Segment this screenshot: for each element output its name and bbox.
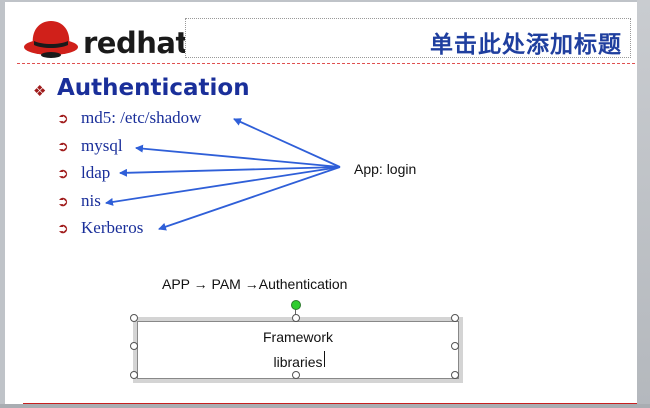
- resize-handle-top-right[interactable]: [451, 314, 459, 322]
- redhat-logo-icon: [24, 21, 78, 58]
- slide-canvas: redhat. 单击此处添加标题 ❖ Authentication ➲ md5:…: [5, 2, 637, 404]
- app-login-label[interactable]: App: login: [354, 161, 417, 177]
- title-placeholder-box[interactable]: 单击此处添加标题: [185, 18, 631, 58]
- resize-handle-bottom[interactable]: [292, 371, 300, 379]
- list-item-label[interactable]: ldap: [81, 163, 111, 182]
- section-heading[interactable]: Authentication: [57, 75, 250, 101]
- framework-textbox[interactable]: Framework libraries: [133, 317, 463, 383]
- resize-handle-bottom-right[interactable]: [451, 371, 459, 379]
- title-placeholder-text[interactable]: 单击此处添加标题: [430, 31, 622, 58]
- resize-handle-top[interactable]: [292, 314, 300, 322]
- pam-flow-text[interactable]: APP → PAM →Authentication: [162, 276, 348, 292]
- connector-arrow[interactable]: [105, 166, 341, 206]
- connector-arrow[interactable]: [135, 144, 341, 168]
- redhat-logo-text: redhat.: [83, 26, 200, 60]
- arrow-bullet-icon: ➲: [57, 165, 69, 181]
- resize-handle-left[interactable]: [130, 342, 138, 350]
- rotate-handle[interactable]: [291, 300, 301, 310]
- list-item-label[interactable]: Kerberos: [81, 218, 144, 237]
- textbox-line-libraries[interactable]: libraries: [273, 354, 323, 370]
- resize-handle-bottom-left[interactable]: [130, 371, 138, 379]
- resize-handle-top-left[interactable]: [130, 314, 138, 322]
- resize-handle-right[interactable]: [451, 342, 459, 350]
- arrow-bullet-icon: ➲: [57, 110, 69, 126]
- connector-arrows: [105, 118, 341, 231]
- window-edge-right: [637, 0, 650, 408]
- arrow-bullet-icon: ➲: [57, 138, 69, 154]
- footer-divider: [23, 403, 637, 404]
- connector-arrow[interactable]: [233, 118, 341, 168]
- arrow-bullet-icon: ➲: [57, 220, 69, 236]
- window-edge-bottom: [0, 404, 650, 408]
- text-caret: [324, 351, 325, 367]
- connector-arrow[interactable]: [119, 166, 341, 177]
- diamond-bullet-icon: ❖: [33, 83, 47, 100]
- arrow-bullet-icon: ➲: [57, 193, 69, 209]
- rotation-stem: [295, 304, 296, 316]
- connector-arrow[interactable]: [158, 166, 341, 231]
- list-item-label[interactable]: md5: /etc/shadow: [81, 108, 202, 127]
- list-item-label[interactable]: mysql: [81, 136, 123, 155]
- list-item-label[interactable]: nis: [81, 191, 101, 210]
- header-divider: [17, 63, 635, 64]
- textbox-line-framework[interactable]: Framework: [262, 329, 333, 345]
